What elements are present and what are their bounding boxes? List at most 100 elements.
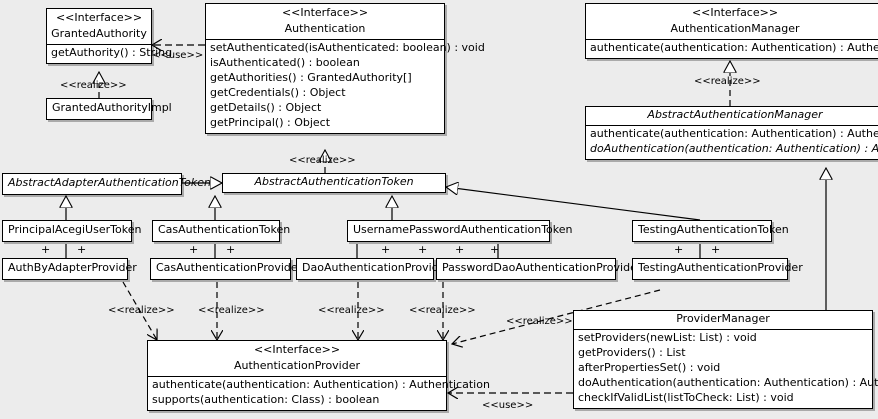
- class-name: Authentication: [284, 21, 366, 35]
- method-compartment: setProviders(newList: List) : void getPr…: [574, 330, 878, 408]
- class-name: TestingAuthenticationProvider: [638, 261, 803, 274]
- method-item: afterPropertiesSet() : void: [578, 360, 721, 374]
- class-header: CasAuthenticationProvider: [151, 259, 303, 279]
- class-header: <<Interface>> Authentication: [206, 4, 444, 40]
- class-authentication[interactable]: <<Interface>> Authentication setAuthenti…: [205, 3, 485, 134]
- class-header: UsernamePasswordAuthenticationToken: [348, 221, 573, 241]
- class-header: <<Interface>> GrantedAuthority: [47, 9, 151, 45]
- class-name: CasAuthenticationProvider: [156, 261, 303, 274]
- class-header: TestingAuthenticationProvider: [633, 259, 803, 279]
- link-testing-token-extends: [446, 187, 701, 221]
- multiplicity-principal-acegi-token: +: [41, 243, 51, 256]
- class-header: CasAuthenticationToken: [153, 221, 291, 241]
- class-name: AuthByAdapterProvider: [8, 261, 137, 274]
- class-header: <<Interface>> AuthenticationProvider: [148, 341, 446, 377]
- method-item: checkIfValidList(listToCheck: List) : vo…: [578, 390, 794, 404]
- class-name: AuthenticationProvider: [233, 358, 361, 372]
- multiplicity-auth-by-adapter-provider: +: [77, 243, 87, 256]
- method-compartment: authenticate(authentication: Authenticat…: [148, 377, 490, 410]
- class-header: AbstractAdapterAuthenticationToken: [3, 174, 211, 194]
- method-item: getProviders() : List: [578, 345, 686, 359]
- method-item: getAuthorities() : GrantedAuthority[]: [210, 70, 412, 84]
- class-header: ProviderManager: [574, 311, 872, 330]
- class-header: TestingAuthenticationToken: [633, 221, 789, 241]
- method-item: setProviders(newList: List) : void: [578, 330, 757, 344]
- multiplicity-testing-provider: +: [711, 243, 721, 256]
- class-testing-authentication-token[interactable]: TestingAuthenticationToken: [632, 220, 789, 242]
- edge-label-realize-testing-provider: <<realize>>: [506, 316, 573, 327]
- class-header: PasswordDaoAuthenticationProvider: [437, 259, 642, 279]
- edge-label-realize-abstract-authentication-token: <<realize>>: [289, 155, 356, 166]
- class-name: DaoAuthenticationProvider: [302, 261, 450, 274]
- method-item: getPrincipal() : Object: [210, 115, 331, 129]
- edge-label-realize-granted-authority-impl: <<realize>>: [60, 80, 127, 91]
- method-compartment: setAuthenticated(isAuthenticated: boolea…: [206, 40, 485, 133]
- method-item: doAuthentication(authentication: Authent…: [590, 141, 878, 155]
- edge-label-realize-abstract-authentication-manager: <<realize>>: [694, 76, 761, 87]
- method-item: getAuthority() : String: [51, 45, 173, 59]
- class-testing-authentication-provider[interactable]: TestingAuthenticationProvider: [632, 258, 803, 280]
- class-header: <<Interface>> AuthenticationManager: [586, 4, 878, 40]
- method-item: authenticate(authentication: Authenticat…: [590, 40, 878, 54]
- multiplicity-password-dao-provider: +: [490, 243, 500, 256]
- class-cas-authentication-provider[interactable]: CasAuthenticationProvider: [150, 258, 303, 280]
- method-item: authenticate(authentication: Authenticat…: [152, 377, 490, 391]
- method-compartment: getAuthority() : String: [47, 45, 173, 63]
- class-username-password-authentication-token[interactable]: UsernamePasswordAuthenticationToken: [347, 220, 573, 242]
- edge-label-realize-auth-by-adapter-provider: <<realize>>: [108, 305, 175, 316]
- class-header: AbstractAuthenticationManager: [586, 107, 878, 126]
- multiplicity-username-password-token-dao: +: [381, 243, 391, 256]
- class-granted-authority[interactable]: <<Interface>> GrantedAuthority getAuthor…: [46, 8, 173, 64]
- class-name: GrantedAuthority: [51, 26, 147, 40]
- method-item: getCredentials() : Object: [210, 85, 346, 99]
- method-item: setAuthenticated(isAuthenticated: boolea…: [210, 40, 485, 54]
- class-name: AbstractAdapterAuthenticationToken: [8, 176, 211, 189]
- class-name: AbstractAuthenticationToken: [254, 175, 414, 188]
- class-header: PrincipalAcegiUserToken: [3, 221, 142, 241]
- method-item: getDetails() : Object: [210, 100, 322, 114]
- class-authentication-manager[interactable]: <<Interface>> AuthenticationManager auth…: [585, 3, 878, 59]
- class-name: CasAuthenticationToken: [158, 223, 291, 236]
- method-item: doAuthentication(authentication: Authent…: [578, 375, 878, 389]
- method-item: supports(authentication: Class) : boolea…: [152, 392, 380, 406]
- class-name: AuthenticationManager: [670, 21, 800, 35]
- class-name: PasswordDaoAuthenticationProvider: [442, 261, 642, 274]
- edge-label-use-granted-authority: <<use>>: [152, 50, 204, 61]
- stereotype-label: <<Interface>>: [55, 11, 143, 24]
- edge-label-realize-dao-provider: <<realize>>: [318, 305, 385, 316]
- class-name: UsernamePasswordAuthenticationToken: [353, 223, 573, 236]
- method-item: authenticate(authentication: Authenticat…: [590, 126, 878, 140]
- class-name: GrantedAuthorityImpl: [52, 101, 172, 114]
- class-auth-by-adapter-provider[interactable]: AuthByAdapterProvider: [2, 258, 137, 280]
- class-header: GrantedAuthorityImpl: [47, 99, 172, 119]
- class-password-dao-authentication-provider[interactable]: PasswordDaoAuthenticationProvider: [436, 258, 642, 280]
- stereotype-label: <<Interface>>: [281, 6, 369, 19]
- method-compartment: authenticate(authentication: Authenticat…: [586, 126, 878, 159]
- edge-label-use-provider-manager: <<use>>: [482, 400, 534, 411]
- class-abstract-authentication-manager[interactable]: AbstractAuthenticationManager authentica…: [585, 106, 878, 160]
- class-provider-manager[interactable]: ProviderManager setProviders(newList: Li…: [573, 310, 878, 409]
- method-item: isAuthenticated() : boolean: [210, 55, 360, 69]
- class-dao-authentication-provider[interactable]: DaoAuthenticationProvider: [296, 258, 450, 280]
- class-header: AuthByAdapterProvider: [3, 259, 137, 279]
- stereotype-label: <<Interface>>: [253, 343, 341, 356]
- class-name: TestingAuthenticationToken: [638, 223, 789, 236]
- class-abstract-authentication-token[interactable]: AbstractAuthenticationToken: [222, 173, 446, 193]
- multiplicity-testing-token: +: [674, 243, 684, 256]
- multiplicity-username-password-token-password-dao: +: [455, 243, 465, 256]
- edge-label-realize-password-dao-provider: <<realize>>: [409, 305, 476, 316]
- class-cas-authentication-token[interactable]: CasAuthenticationToken: [152, 220, 291, 242]
- edge-label-realize-cas-provider: <<realize>>: [198, 305, 265, 316]
- stereotype-label: <<Interface>>: [691, 6, 779, 19]
- class-granted-authority-impl[interactable]: GrantedAuthorityImpl: [46, 98, 172, 120]
- class-header: AbstractAuthenticationToken: [223, 174, 445, 192]
- method-compartment: authenticate(authentication: Authenticat…: [586, 40, 878, 58]
- class-authentication-provider[interactable]: <<Interface>> AuthenticationProvider aut…: [147, 340, 490, 411]
- class-abstract-adapter-authentication-token[interactable]: AbstractAdapterAuthenticationToken: [2, 173, 211, 195]
- class-name: ProviderManager: [676, 312, 770, 325]
- class-name: PrincipalAcegiUserToken: [8, 223, 142, 236]
- multiplicity-cas-token: +: [189, 243, 199, 256]
- class-header: DaoAuthenticationProvider: [297, 259, 450, 279]
- class-principal-acegi-user-token[interactable]: PrincipalAcegiUserToken: [2, 220, 142, 242]
